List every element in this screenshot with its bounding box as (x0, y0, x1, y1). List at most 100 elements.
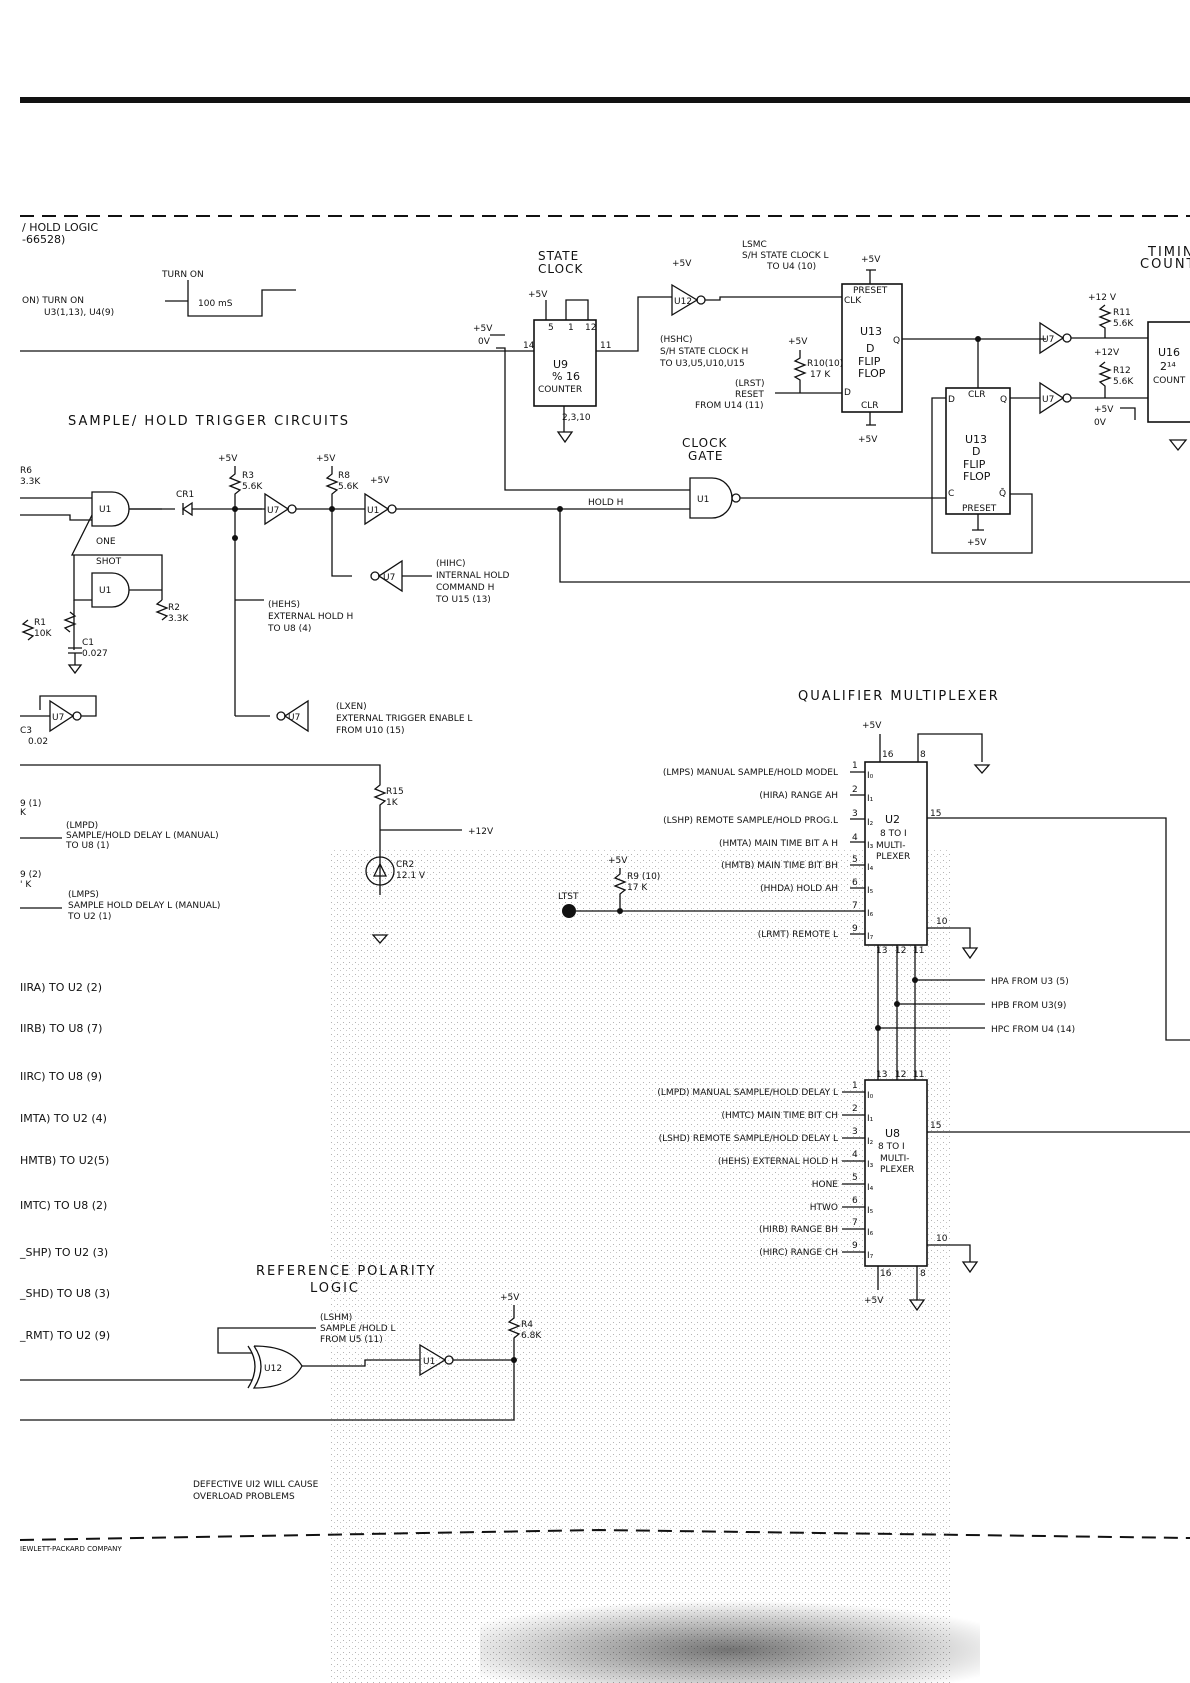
u13a-vcc: +5V (861, 255, 881, 265)
r8-vcc: +5V (316, 454, 336, 464)
u8-multiplexer (864, 1079, 928, 1267)
u8-bottom-wires (877, 1266, 926, 1312)
cr2-label: CR2 (396, 860, 414, 870)
cr1-label: CR1 (176, 490, 194, 500)
u12-xor-label: U12 (264, 1364, 282, 1374)
u9-mod: % 16 (552, 370, 580, 383)
lmpd-desc: SAMPLE/HOLD DELAY L (MANUAL) (66, 831, 219, 841)
u2-e-pin: 10 (936, 917, 948, 927)
r10-resistor (793, 350, 807, 393)
u2-ground (973, 764, 991, 774)
u8-label: U8 (885, 1127, 900, 1140)
left-list-item: IIRA) TO U2 (2) (20, 981, 102, 994)
u13b-qbar: Q̄ (999, 487, 1006, 499)
u9-zero-label: 0V (478, 337, 491, 347)
u8-pin-num: 4 (852, 1150, 858, 1160)
reference-polarity-title: REFERENCE POLARITY (256, 1264, 437, 1279)
u8-input-index: I₄ (867, 1183, 874, 1193)
u7-lower-inverter (1039, 381, 1065, 415)
lxen-source: FROM U10 (15) (336, 726, 405, 736)
r8-value: 5.6K (338, 482, 359, 492)
left-list-item: IMTA) TO U2 (4) (20, 1112, 107, 1125)
u2-input-index: I₂ (867, 818, 874, 828)
u8-input-label: (LMPD) MANUAL SAMPLE/HOLD DELAY L (657, 1088, 838, 1098)
u2-vcc: +5V (862, 721, 882, 731)
hold-h-label: HOLD H (588, 498, 623, 508)
u2-input-label: (HMTB) MAIN TIME BIT BH (721, 861, 838, 871)
turn-on-label: ON) TURN ON (22, 296, 84, 306)
u9-supply-label: +5V (473, 324, 493, 334)
left-list-item: IIRC) TO U8 (9) (20, 1070, 102, 1083)
one-shot-cross-wires (70, 508, 163, 601)
u8-input-index: I₅ (867, 1206, 874, 1216)
u2-input-label: (LMPS) MANUAL SAMPLE/HOLD MODEL (663, 768, 838, 778)
lmpd-source: 9 (1) (20, 799, 41, 809)
r4-vcc: +5V (500, 1293, 520, 1303)
reference-polarity-subtitle: LOGIC (310, 1281, 360, 1296)
u2-multiplexer (864, 761, 928, 946)
u2-pin-num: 1 (852, 761, 858, 771)
u8-input-index: I₇ (867, 1251, 874, 1261)
sh-logic-title: / HOLD LOGIC (22, 221, 98, 234)
u8-pin-16: 16 (880, 1269, 892, 1279)
c1-value: 0.027 (82, 649, 108, 659)
left-list-item: HMTB) TO U2(5) (20, 1154, 109, 1167)
left-list-item: _RMT) TO U2 (9) (19, 1329, 110, 1342)
u1-trigger-bubble (387, 504, 397, 514)
u8-input-index: I₁ (867, 1114, 874, 1124)
r15-label: R15 (386, 787, 404, 797)
hehs-desc: EXTERNAL HOLD H (268, 612, 353, 622)
u2-pin-num: 6 (852, 878, 858, 888)
r8-label: R8 (338, 471, 350, 481)
u8-input-label: (HEHS) EXTERNAL HOLD H (718, 1157, 838, 1167)
u12-buffer-label: U12 (674, 297, 692, 307)
u7-lxen-label: U7 (288, 713, 300, 723)
wire-u12-to-u13-clk (705, 296, 842, 301)
u8-pin-num: 2 (852, 1104, 858, 1114)
hshc-desc: S/H STATE CLOCK H (660, 347, 748, 357)
u2-pin-12: 12 (895, 946, 906, 956)
u8-input-label: HONE (812, 1180, 839, 1190)
cr2-supply-label: +12V (468, 827, 494, 837)
u13a-type: D (866, 342, 874, 355)
u13b-preset-wire (972, 514, 984, 531)
r4-value: 6.8K (521, 1331, 542, 1341)
u9-label: U9 (553, 358, 568, 371)
u13a-clk: CLK (844, 296, 862, 306)
r4-resistor-wire (20, 1305, 521, 1421)
u8-input-list: (LMPD) MANUAL SAMPLE/HOLD DELAY L (HMTC)… (657, 1081, 873, 1261)
u7-lower-label: U7 (1042, 395, 1054, 405)
left-list-item: IIRB) TO U8 (7) (20, 1022, 102, 1035)
sh-logic-number: -66528) (22, 233, 65, 246)
u13b-d: D (948, 395, 955, 405)
r9-vcc: +5V (608, 856, 628, 866)
u8-pin-12: 12 (895, 1070, 906, 1080)
wires-u7-to-u16 (1071, 337, 1148, 399)
r2-label: R2 (168, 603, 180, 613)
u13b-flop: FLOP (963, 470, 991, 483)
u8-input-stubs (842, 1091, 865, 1253)
cr2-value: 12.1 V (396, 871, 426, 881)
u8-input-index: I₃ (867, 1160, 874, 1170)
junction-r4 (511, 1357, 517, 1363)
u8-pin-num: 5 (852, 1173, 858, 1183)
select-feed-wires (878, 979, 985, 1029)
hehs-label: (HEHS) (268, 600, 300, 610)
c1-label: C1 (82, 638, 94, 648)
r8-resistor-wire (325, 466, 352, 577)
r4-label: R4 (521, 1320, 533, 1330)
turn-on-caption: TURN ON (161, 270, 204, 280)
u2-input-stubs (850, 771, 865, 935)
u13a-flop: FLOP (858, 367, 886, 380)
lsmc-desc: S/H STATE CLOCK L (742, 251, 829, 261)
u8-type: 8 TO I (878, 1142, 905, 1152)
timing-counter-title: TIMIN (1147, 245, 1190, 260)
u16-supply-label: +5V (1094, 405, 1114, 415)
lmps-desc: SAMPLE HOLD DELAY L (MANUAL) (68, 901, 220, 911)
u7-c3-inverter (49, 699, 75, 733)
u8-input-index: I₆ (867, 1228, 874, 1238)
u2-out-pin: 15 (930, 809, 941, 819)
wire-lshm (217, 1327, 316, 1354)
turn-on-pulse (165, 280, 296, 317)
u8-pin-num: 3 (852, 1127, 858, 1137)
